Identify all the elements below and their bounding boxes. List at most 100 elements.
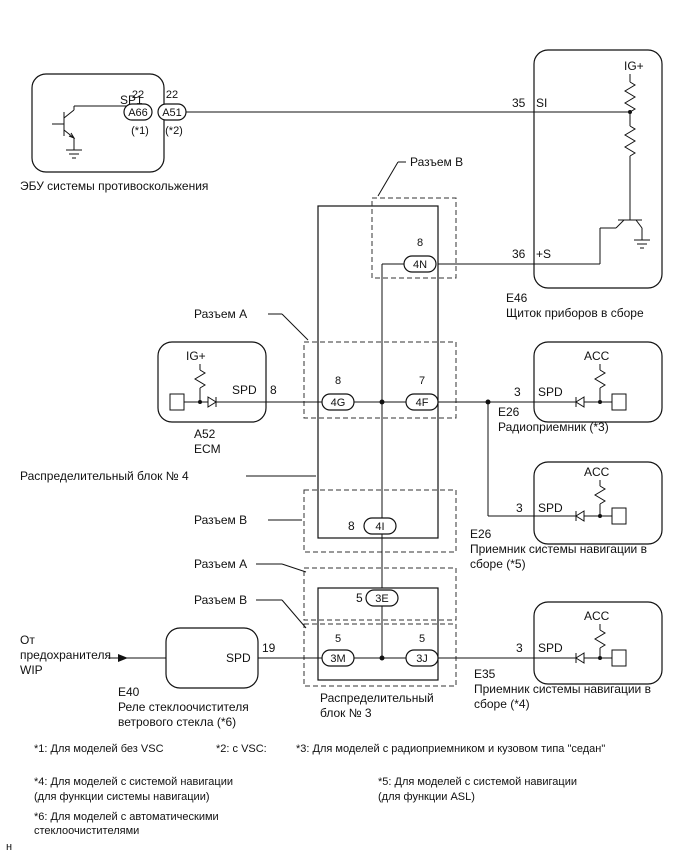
nav-main-name-2: сборе (*4): [474, 697, 530, 711]
terminal-3m: 5 3M: [321, 633, 355, 667]
meter-terminal-si: SI: [536, 96, 547, 110]
radio-terminal: SPD: [538, 385, 563, 399]
connector-note: (*2): [165, 125, 183, 137]
sensor-icon: [611, 507, 627, 525]
footnote-4-line-2: (для функции системы навигации): [34, 791, 210, 803]
ecm-pin: 8: [270, 383, 277, 397]
wiper-relay-pin: 19: [262, 641, 276, 655]
meter-name: Щиток приборов в сборе: [506, 306, 644, 320]
corner-mark: н: [6, 841, 12, 853]
resistor-icon: [624, 81, 636, 113]
terminal-3j: 5 3J: [405, 633, 439, 667]
nav-asl-e26: ACC 3 SPD: [516, 461, 663, 545]
terminal-id: 3J: [416, 653, 428, 665]
footnote-1: *1: Для моделей без VSC: [34, 743, 164, 755]
diode-icon: [575, 510, 585, 522]
ecm-code: A52: [194, 427, 216, 441]
nav-main-pin: 3: [516, 641, 523, 655]
nav-main-power: ACC: [584, 609, 610, 623]
meter-code: E46: [506, 291, 528, 305]
diode-icon: [207, 396, 217, 408]
wiper-relay-name-1: Реле стеклоочистителя: [118, 700, 249, 714]
jb3-label-1: Распределительный: [320, 691, 434, 705]
jb4-connector-a-label: Разъем A: [194, 307, 247, 321]
terminal-4i: 8 4I: [348, 517, 397, 535]
jb3-connector-a-label: Разъем A: [194, 557, 247, 571]
wiper-relay-name-2: ветрового стекла (*6): [118, 715, 236, 729]
radio-power: ACC: [584, 349, 610, 363]
ground-icon: [66, 149, 82, 159]
nav-main-code: E35: [474, 667, 496, 681]
terminal-4n: 8 4N: [403, 237, 437, 273]
footnote-2: *2: с VSC:: [216, 743, 267, 755]
footnote-5-line-1: *5: Для моделей с системой навигации: [378, 776, 577, 788]
meter-terminal-s: +S: [536, 247, 551, 261]
terminal-id: 4I: [375, 521, 384, 533]
terminal-pin: 8: [335, 375, 341, 387]
terminal-pin: 7: [419, 375, 425, 387]
terminal-pin: 5: [335, 633, 341, 645]
connector-pin: 22: [166, 89, 178, 101]
terminal-pin: 5: [356, 591, 363, 605]
ecm-power: IG+: [186, 349, 206, 363]
jb4-connector-b-top-outline: [371, 197, 457, 279]
radio-e26: ACC 3 SPD: [514, 341, 663, 423]
arrow-icon: [118, 654, 128, 662]
meter-power: IG+: [624, 59, 644, 73]
jb4-connector-b-bottom-label: Разъем B: [194, 513, 247, 527]
meter-e46: IG+ 35 SI 36 +S: [512, 49, 663, 289]
jb4-connector-a-outline: [303, 341, 457, 419]
jb3-connector-a-outline: [303, 567, 457, 621]
resistor-icon: [594, 629, 606, 649]
connector-pin: 22: [132, 89, 144, 101]
connector-id: A66: [128, 107, 148, 119]
jb4-label: Распределительный блок № 4: [20, 469, 189, 483]
sensor-icon: [169, 393, 185, 411]
diode-icon: [575, 652, 585, 664]
terminal-pin: 5: [419, 633, 425, 645]
abs-ecu-name: ЭБУ системы противоскольжения: [20, 179, 208, 193]
wiper-relay-terminal: SPD: [226, 651, 251, 665]
radio-code: E26: [498, 405, 520, 419]
nav-asl-power: ACC: [584, 465, 610, 479]
jb3-connector-b-label: Разъем B: [194, 593, 247, 607]
jb4-connector-b-top-label: Разъем B: [410, 155, 463, 169]
junction-block-3: [317, 587, 439, 681]
footnote-6-line-1: *6: Для моделей с автоматическими: [34, 811, 219, 823]
terminal-id: 3M: [330, 653, 345, 665]
jb3-label-2: блок № 3: [320, 706, 372, 720]
footnote-5-line-2: (для функции ASL): [378, 791, 475, 803]
terminal-3e: 5 3E: [356, 589, 399, 607]
terminal-pin: 8: [348, 519, 355, 533]
wiper-relay-code: E40: [118, 685, 140, 699]
terminal-4g: 8 4G: [321, 375, 355, 411]
nav-main-name-1: Приемник системы навигации в: [474, 682, 651, 696]
terminal-pin: 8: [417, 237, 423, 249]
nav-asl-terminal: SPD: [538, 501, 563, 515]
resistor-icon: [594, 485, 606, 505]
connector-note: (*1): [131, 125, 149, 137]
resistor-icon: [194, 369, 206, 389]
terminal-id: 4F: [416, 397, 429, 409]
transistor-icon: [599, 214, 643, 256]
nav-asl-code: E26: [470, 527, 492, 541]
connector-a51: 22 A51 (*2): [157, 89, 187, 137]
fuse-source-2: предохранителя: [20, 648, 111, 662]
ecm-a52: IG+ SPD 8: [157, 341, 277, 423]
nav-main-terminal: SPD: [538, 641, 563, 655]
terminal-4f: 7 4F: [405, 375, 439, 411]
terminal-id: 4N: [413, 259, 427, 271]
nav-asl-name-2: сборе (*5): [470, 557, 526, 571]
ground-icon: [634, 239, 650, 249]
footnote-3: *3: Для моделей с радиоприемником и кузо…: [296, 743, 605, 755]
nav-main-e35: ACC 3 SPD: [516, 601, 663, 685]
sensor-icon: [611, 393, 627, 411]
terminal-id: 3E: [375, 593, 388, 605]
resistor-icon: [624, 125, 636, 157]
fuse-source-3: WIP: [20, 663, 43, 677]
ecm-name: ECM: [194, 442, 221, 456]
resistor-icon: [594, 369, 606, 389]
connector-a66: 22 A66 (*1): [123, 89, 153, 137]
footnote-6-line-2: стеклоочистителями: [34, 825, 139, 837]
